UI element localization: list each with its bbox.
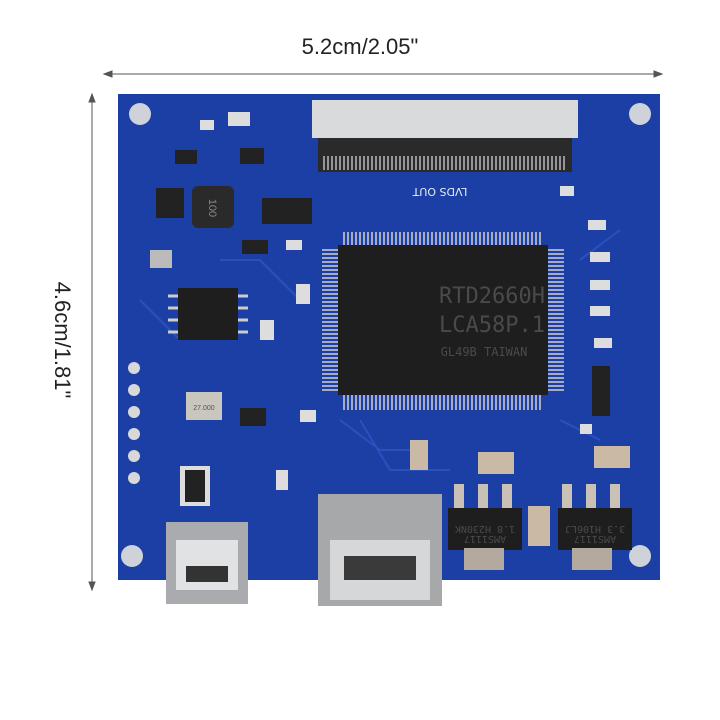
svg-text:100: 100 <box>206 199 218 217</box>
smd-part <box>594 446 630 468</box>
main-chip: RTD2660H LCA58P.1 GL49B TAIWAN <box>322 232 564 410</box>
svg-text:1.8 H230NK: 1.8 H230NK <box>455 523 515 534</box>
smd-part <box>276 470 288 490</box>
svg-text:AMS1117: AMS1117 <box>574 533 616 544</box>
smd-part <box>150 250 172 268</box>
smd-part <box>242 240 268 254</box>
smd-part <box>296 284 310 304</box>
smd-part <box>580 424 592 434</box>
svg-text:AMS1117: AMS1117 <box>464 533 506 544</box>
smd-part <box>286 240 302 250</box>
smd-part <box>240 148 264 164</box>
smd-part <box>156 188 184 218</box>
mounting-holes <box>121 103 651 567</box>
lvds-connector <box>312 100 578 172</box>
chip-line1: RTD2660H <box>439 284 545 309</box>
smd-part <box>560 186 574 196</box>
width-arrow <box>102 70 664 78</box>
regulator-left: 1.8 H230NK AMS1117 <box>448 484 522 570</box>
hdmi-port <box>318 494 442 606</box>
smd-part <box>262 198 312 224</box>
smd-part <box>300 410 316 422</box>
smd-part <box>594 338 612 348</box>
smd-part <box>478 452 514 474</box>
height-arrow <box>88 92 96 592</box>
regulator-right: 3.3 H106LJ AMS1117 <box>558 484 632 570</box>
smd-part <box>228 112 250 126</box>
crystal: 27.000 <box>186 392 222 420</box>
chip-line3: GL49B TAIWAN <box>441 345 528 359</box>
smd-part <box>175 150 197 164</box>
micro-usb-port <box>166 522 248 604</box>
smd-part <box>590 252 610 262</box>
side-pads <box>128 362 140 484</box>
smd-part <box>588 220 606 230</box>
svg-text:3.3 H106LJ: 3.3 H106LJ <box>565 523 625 534</box>
pin-header <box>180 466 210 506</box>
eeprom-chip <box>168 288 248 340</box>
smd-part <box>528 506 550 546</box>
smd-components <box>150 112 630 546</box>
chip-line2: LCA58P.1 <box>439 313 545 338</box>
width-dimension-label: 5.2cm/2.05" <box>301 34 419 59</box>
smd-part <box>592 366 610 416</box>
inductor: 100 <box>192 186 234 228</box>
smd-part <box>590 306 610 316</box>
svg-text:27.000: 27.000 <box>193 405 215 412</box>
smd-part <box>240 408 266 426</box>
lvds-label: LVDS OUT <box>412 185 467 198</box>
smd-part <box>200 120 214 130</box>
smd-part <box>590 280 610 290</box>
smd-part <box>410 440 428 470</box>
smd-part <box>260 320 274 340</box>
